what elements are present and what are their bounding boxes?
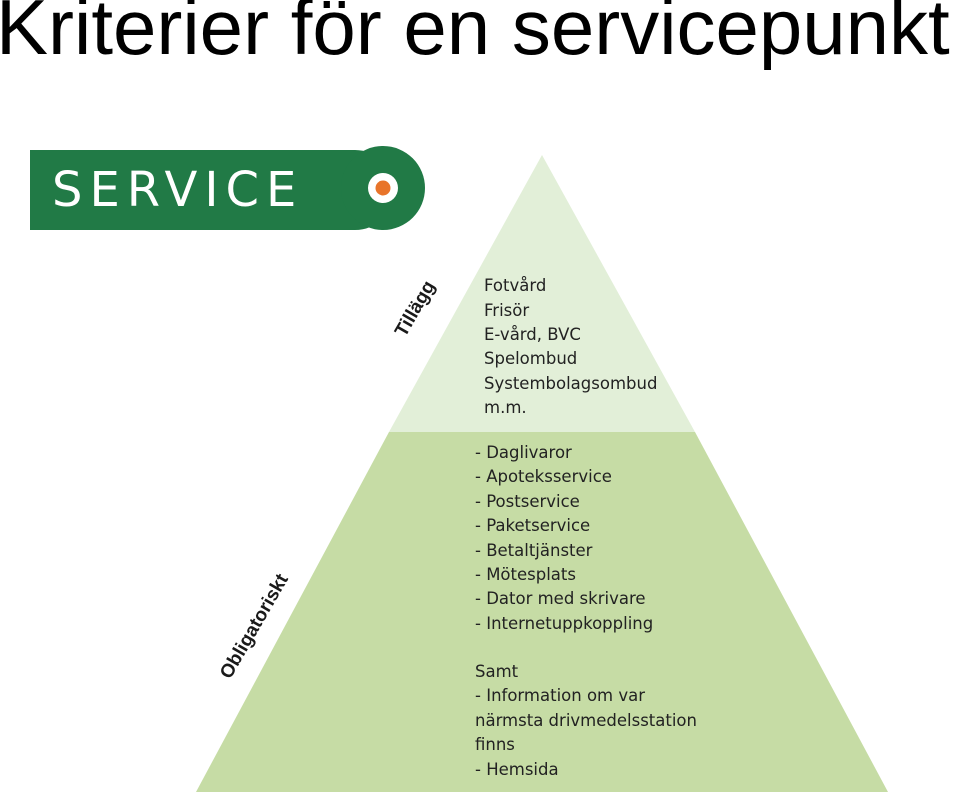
logo-banner — [30, 150, 395, 230]
slide-title: Kriterier för en servicepunkt — [0, 0, 950, 71]
list-item: Frisör — [484, 301, 529, 320]
list-item: finns — [475, 735, 515, 754]
pyramid-top-tier — [389, 155, 695, 432]
list-item: - Internetuppkoppling — [475, 614, 653, 633]
list-item: närmsta drivmedelsstation — [475, 711, 697, 730]
list-item: Systembolagsombud — [484, 374, 657, 393]
logo-dot-orange-icon — [375, 180, 391, 196]
top-tier-label: Tillägg — [391, 277, 440, 340]
list-item: m.m. — [484, 398, 527, 417]
list-item: - Dator med skrivare — [475, 589, 646, 608]
top-tier-list: Fotvård Frisör E-vård, BVC Spelombud Sys… — [484, 276, 657, 417]
list-item: Samt — [475, 662, 519, 681]
service-logo: SERVICE — [30, 146, 425, 230]
list-item: - Mötesplats — [475, 565, 576, 584]
list-item: E-vård, BVC — [484, 325, 581, 344]
list-item: - Apoteksservice — [475, 467, 612, 486]
logo-text: SERVICE — [52, 162, 303, 218]
list-item: - Betaltjänster — [475, 541, 593, 560]
list-item: Fotvård — [484, 276, 546, 295]
list-item: - Information om var — [475, 686, 645, 705]
list-item: - Postservice — [475, 492, 580, 511]
bottom-tier-list: - Daglivaror - Apoteksservice - Postserv… — [475, 443, 697, 779]
list-item: - Paketservice — [475, 516, 590, 535]
list-item: Spelombud — [484, 349, 577, 368]
list-item: - Hemsida — [475, 760, 559, 779]
pyramid-bottom-tier — [196, 432, 888, 792]
list-item: - Daglivaror — [475, 443, 572, 462]
